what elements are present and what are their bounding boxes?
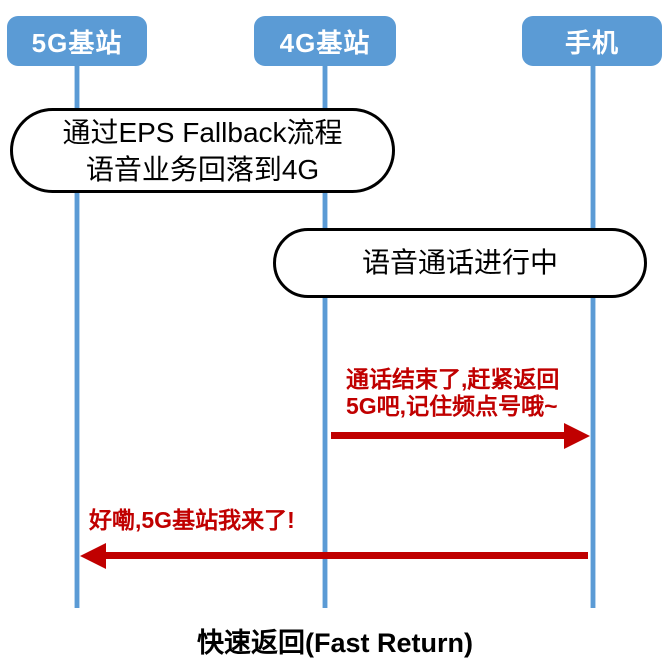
note-eps-fallback-line2: 语音业务回落到4G — [85, 153, 320, 185]
note-eps-fallback-line1: 通过EPS Fallback流程 — [62, 116, 343, 148]
message-return-to-5g-line1: 通话结束了,赶紧返回 — [346, 366, 560, 392]
note-voice-call-in-progress: 语音通话进行中 — [273, 228, 647, 298]
note-voice-call-line1: 语音通话进行中 — [361, 247, 558, 278]
actor-4g-label: 4G基站 — [279, 27, 371, 58]
left-arrow-shaft — [104, 552, 588, 559]
actor-phone: 手机 — [522, 16, 662, 66]
actor-4g-base-station: 4G基站 — [254, 16, 396, 66]
message-return-to-5g-line2: 5G吧,记住频点号哦~ — [346, 393, 558, 419]
lifeline-phone — [591, 66, 595, 608]
message-return-to-5g-text: 通话结束了,赶紧返回 5G吧,记住频点号哦~ — [346, 366, 559, 420]
right-arrow-shaft — [331, 432, 568, 439]
message-ack-text: 好嘞,5G基站我来了! — [89, 507, 295, 534]
lifeline-4g-base-station — [323, 66, 327, 608]
actor-phone-label: 手机 — [564, 27, 619, 58]
right-arrow-head-icon — [564, 423, 590, 449]
note-eps-fallback: 通过EPS Fallback流程 语音业务回落到4G — [10, 108, 395, 193]
diagram-caption: 快速返回(Fast Return) — [197, 628, 473, 658]
message-ack-line1: 好嘞,5G基站我来了! — [89, 507, 295, 533]
actor-5g-base-station: 5G基站 — [7, 16, 147, 66]
lifeline-5g-base-station — [75, 66, 79, 608]
actor-5g-label: 5G基站 — [31, 27, 123, 58]
left-arrow-head-icon — [80, 543, 106, 569]
